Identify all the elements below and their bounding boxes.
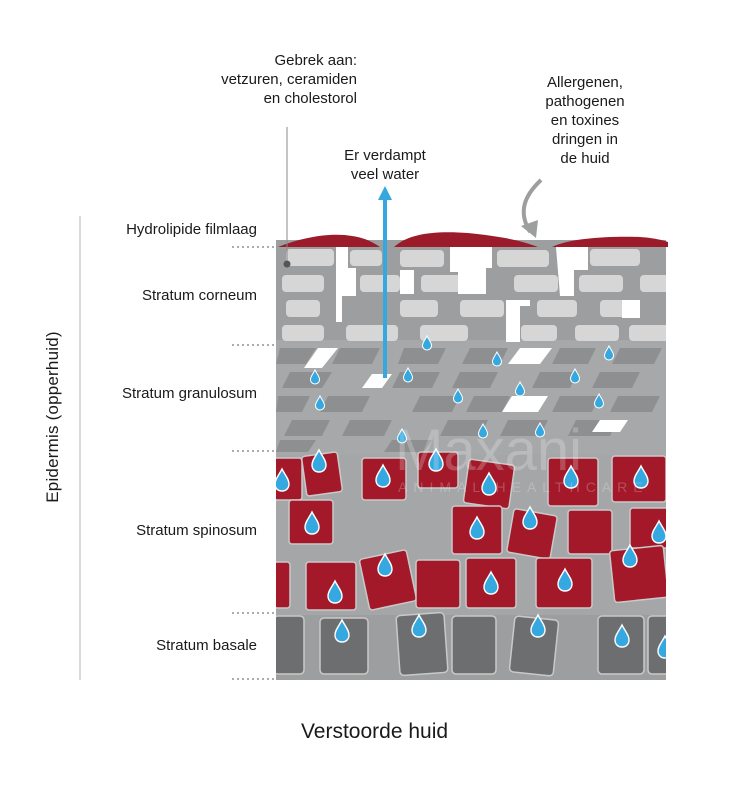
corneum-gaps [336,247,640,342]
diagram-title: Verstoorde huid [300,720,449,743]
label-granulosum: Stratum granulosum [121,385,257,402]
watermark: Maxani ANIMAL HEALTHCARE [395,418,649,495]
corneum-cells [282,249,666,341]
label-basale: Stratum basale [156,637,257,654]
watermark-brand: Maxani [395,418,582,483]
label-corneum: Stratum corneum [141,287,257,304]
label-hydrolipide: Hydrolipide filmlaag [126,221,257,238]
epidermis-label: Epidermis (opperhuid) [43,331,62,503]
allergens-arrow [521,178,543,238]
evaporation-arrow [378,186,392,378]
annotation-allergens: Allergenen, pathogenen en toxines dringe… [545,74,625,167]
deficiency-pointer [283,127,291,268]
basale-cells [276,611,666,677]
granulosum-gaps [304,348,628,432]
annotation-evaporation: Er verdampt veel water [344,147,426,183]
spinosum-cells [276,451,666,611]
watermark-sub: ANIMAL HEALTHCARE [398,479,649,495]
hydrolipid-film [278,232,668,247]
annotation-deficiency: Gebrek aan: vetzuren, ceramiden en chole… [221,52,357,107]
layer-separators [232,246,276,680]
label-spinosum: Stratum spinosum [136,522,257,539]
